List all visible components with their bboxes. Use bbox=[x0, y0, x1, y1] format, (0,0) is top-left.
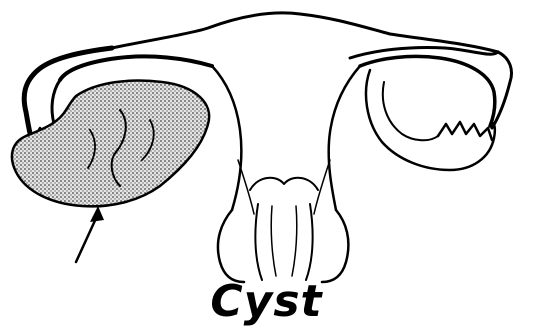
diagram-caption: Cyst bbox=[0, 276, 533, 328]
right-fimbriae bbox=[438, 122, 492, 140]
uterus-body-outline bbox=[112, 13, 498, 52]
pointer-arrow bbox=[76, 206, 104, 262]
cervix-outline bbox=[218, 210, 244, 282]
ovarian-cyst bbox=[12, 81, 209, 207]
right-ovary bbox=[366, 70, 495, 170]
